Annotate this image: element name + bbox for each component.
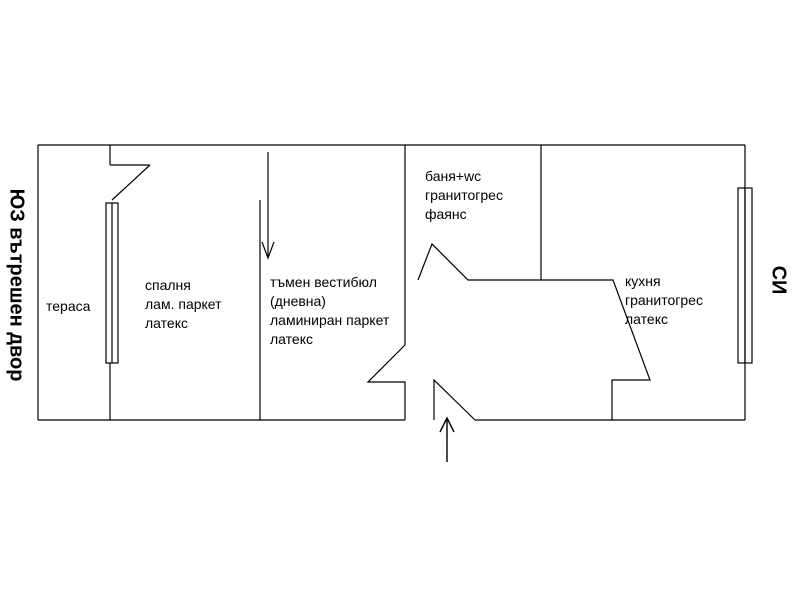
bedroom-floor: лам. паркет [145,296,222,312]
entry-door-leaf [433,378,476,421]
bedroom-label: спалня лам. паркет латекс [145,276,222,333]
bath-walls: фаянс [425,206,467,222]
hall-floor: ламиниран паркет [270,312,390,328]
hall-name: тъмен вестибюл [270,274,377,290]
bedroom-walls: латекс [145,315,188,331]
bath-name: баня+wc [425,168,482,184]
entry-west-jamb [366,344,406,420]
bath-label: баня+wc гранитогрес фаянс [425,167,503,224]
hall-label: тъмен вестибюл (дневна) ламиниран паркет… [270,273,389,349]
orientation-left-label: ЮЗ вътрешен двор [5,188,28,382]
hall-kitchen-outline [417,242,651,420]
hall-alt-name: (дневна) [270,293,326,309]
kitchen-walls: латекс [625,311,668,327]
terrace-name: тераса [46,298,91,314]
hall-walls: латекс [270,331,313,347]
kitchen-name: кухня [625,273,661,289]
kitchen-floor: гранитогрес [625,292,703,308]
bath-floor: гранитогрес [425,187,503,203]
entrance-arrow-icon [439,416,455,462]
bedroom-door-arrow-icon [261,152,275,260]
terrace-label: тераса [46,297,90,316]
terrace-door-leaf [111,164,151,201]
bedroom-name: спалня [145,277,191,293]
orientation-right-label: СИ [767,265,790,295]
kitchen-label: кухня гранитогрес латекс [625,272,703,329]
